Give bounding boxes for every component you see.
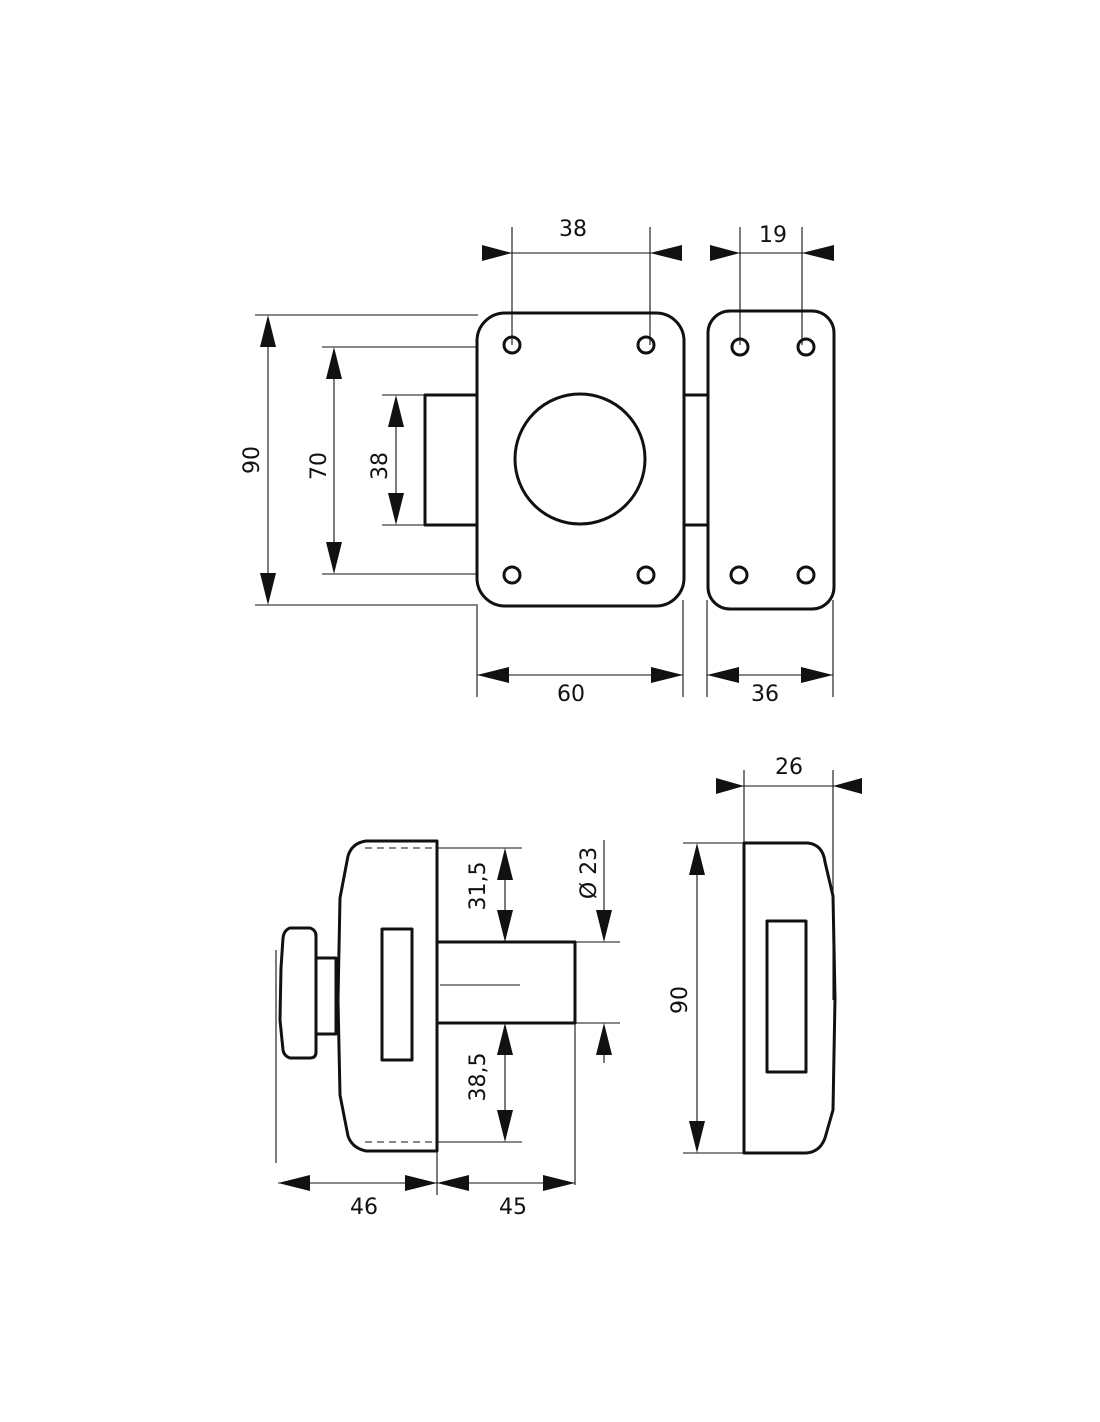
dim-label-90-side: 90 (668, 986, 693, 1014)
dimension-front-width: 60 (476, 600, 684, 707)
dimension-front-height: 90 (240, 314, 478, 606)
front-bolt-right (682, 393, 710, 527)
keeper-plate (706, 309, 836, 611)
side-body-slot (380, 927, 414, 1062)
dim-label-90-front: 90 (240, 446, 265, 474)
dimension-front-top-hole-spacing: 38 (482, 217, 682, 345)
side-view-keeper (742, 841, 837, 1155)
dimension-front-hole-vertical: 70 (307, 346, 478, 575)
side-view-lock-body (278, 839, 577, 1153)
side-body (336, 839, 439, 1153)
front-view-keeper (706, 309, 836, 611)
dimension-body-depth: 46 (275, 950, 438, 1220)
front-view-lock-body (423, 311, 710, 608)
dim-label-46: 46 (350, 1195, 378, 1220)
side-keeper-slot (765, 919, 808, 1074)
dim-label-45: 45 (499, 1195, 527, 1220)
front-body-plate (475, 311, 686, 608)
dimension-keeper-top-hole-spacing: 19 (710, 223, 834, 345)
dimension-keeper-width: 36 (706, 600, 834, 707)
screw-hole (636, 565, 656, 585)
side-keeper-body (742, 841, 837, 1155)
dimension-bolt-height: 38 (368, 394, 425, 526)
front-bolt-left (423, 393, 479, 527)
front-cylinder (513, 392, 647, 526)
dimension-top-to-bolt: 31,5 (437, 847, 522, 942)
screw-hole (796, 337, 816, 357)
dim-label-38-top: 38 (559, 217, 587, 242)
dim-label-diameter-23: Ø 23 (577, 847, 602, 899)
side-knob-stem (314, 956, 338, 1036)
dim-label-36: 36 (751, 682, 779, 707)
dimension-bolt-projection: 45 (437, 1023, 576, 1220)
screw-hole (796, 565, 816, 585)
dim-label-31-5: 31,5 (466, 862, 491, 911)
dim-label-60: 60 (557, 682, 585, 707)
dimension-cylinder-diameter: Ø 23 (575, 840, 620, 1063)
screw-hole (502, 565, 522, 585)
side-knob (278, 926, 318, 1060)
dim-label-38-5: 38,5 (466, 1053, 491, 1102)
dimension-bolt-to-bottom: 38,5 (437, 1023, 522, 1143)
dim-label-38-left: 38 (368, 452, 393, 480)
dim-label-26: 26 (775, 755, 803, 780)
dim-label-70: 70 (307, 452, 332, 480)
dimension-keeper-side-depth: 26 (716, 755, 862, 1000)
dimension-keeper-side-height: 90 (668, 842, 744, 1154)
dim-label-19: 19 (759, 223, 787, 248)
screw-hole (636, 335, 656, 355)
screw-hole (729, 565, 749, 585)
side-bolt (435, 940, 577, 1025)
